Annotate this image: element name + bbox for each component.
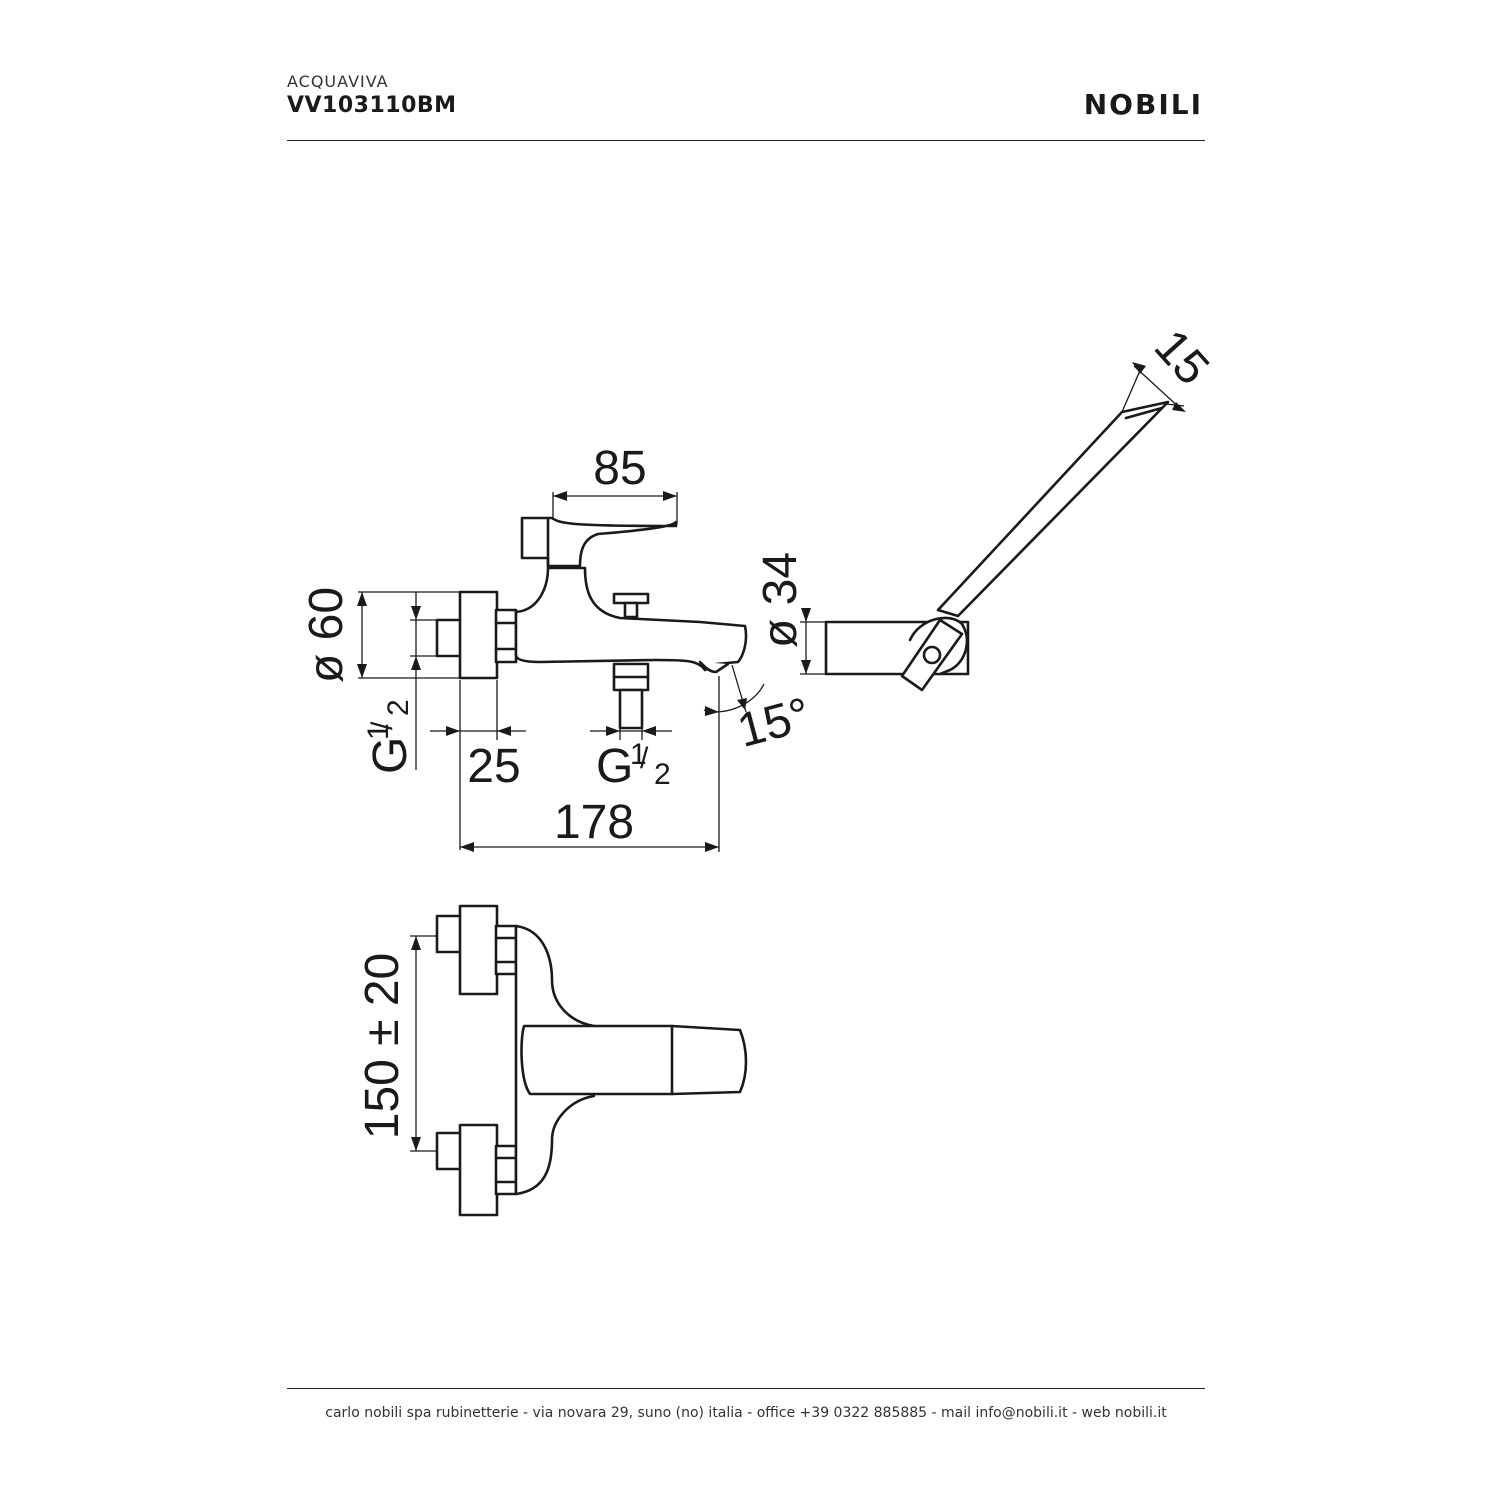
diverter-cap [612, 592, 650, 605]
series-name: ACQUAVIVA [287, 72, 389, 91]
svg-text:1: 1 [630, 738, 647, 771]
svg-text:2: 2 [382, 699, 415, 716]
dim-connector-diameter: ø 60 [300, 587, 353, 683]
svg-text:G: G [364, 737, 417, 774]
joint-pin [922, 645, 942, 665]
company-contact: carlo nobili spa rubinetterie - via nova… [325, 1405, 1167, 1421]
side-view: 85 ø 60 G 1 / 2 25 G [300, 442, 816, 852]
svg-text:G: G [596, 740, 633, 793]
dim-outlet-thread: G 1 / 2 [596, 738, 671, 793]
svg-text:/: / [366, 721, 399, 730]
lower-flange [458, 1123, 499, 1217]
hex-nut [494, 608, 518, 664]
header-divider [287, 140, 1205, 141]
hand-shower: ø 34 15 [754, 320, 1219, 692]
wall-flange [458, 590, 499, 680]
dim-wall-thread: G 1 / 2 [362, 699, 417, 774]
upper-flange [458, 904, 499, 996]
dim-center-distance: 150 ± 20 [356, 953, 409, 1140]
dim-shower-thickness: 15 [1144, 320, 1219, 395]
outlet-pipe [618, 688, 644, 730]
mixer-body [514, 566, 748, 672]
inlet-stub [435, 618, 463, 658]
dim-wall-offset: 25 [467, 740, 520, 793]
spout-tip [698, 660, 730, 674]
footer-divider [287, 1388, 1205, 1389]
lower-inlet-stub [435, 1131, 463, 1171]
upper-inlet-stub [435, 914, 463, 954]
svg-text:2: 2 [654, 758, 671, 791]
dim-handle-width: 85 [593, 442, 646, 495]
product-code: VV103110BM [287, 93, 457, 118]
dim-shower-diameter: ø 34 [754, 552, 807, 648]
upper-nut [494, 924, 518, 976]
top-spout [520, 1024, 748, 1096]
svg-text:/: / [640, 742, 649, 775]
svg-text:1: 1 [362, 723, 395, 740]
brand-logo: NOBILI [1083, 88, 1203, 121]
lower-nut [494, 1144, 518, 1196]
diverter-stem [623, 601, 639, 619]
lever-handle [520, 516, 678, 568]
dim-total-depth: 178 [554, 796, 634, 849]
top-view: 150 ± 20 [356, 904, 748, 1217]
shower-handle [936, 400, 1170, 618]
